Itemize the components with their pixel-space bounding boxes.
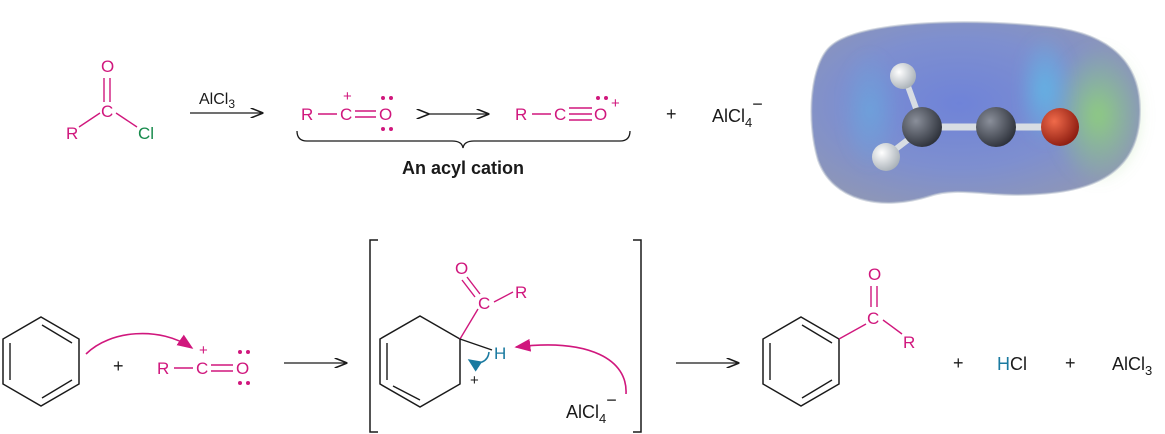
- svg-text:+: +: [113, 356, 124, 376]
- svg-text:C: C: [196, 359, 208, 378]
- oxygen-atom-ball: [1041, 108, 1079, 146]
- hcl-product: HCl: [997, 354, 1027, 374]
- atom-o: O: [101, 57, 114, 76]
- hydrogen-label: H: [494, 344, 506, 363]
- hydrogen-atom-ball: [890, 63, 916, 89]
- aryl-ketone-product: C O R: [762, 265, 915, 407]
- grouping-brace: [296, 130, 631, 149]
- svg-text:C: C: [478, 294, 490, 313]
- positive-charge: +: [343, 88, 352, 105]
- electron-flow-arrow-teal: [467, 351, 490, 372]
- hydrogen-atom-ball: [872, 143, 900, 171]
- reaction-arrow-1: AlCl3: [190, 91, 262, 113]
- svg-text:R: R: [157, 359, 169, 378]
- electron-flow-arrow-1: [85, 332, 194, 355]
- positive-charge: +: [470, 372, 479, 389]
- svg-text:C: C: [554, 105, 566, 124]
- svg-text:AlCl4−: AlCl4−: [712, 94, 763, 130]
- svg-text:O: O: [455, 259, 468, 278]
- svg-text:O: O: [868, 265, 881, 284]
- svg-text:R: R: [515, 283, 527, 302]
- svg-text:O: O: [379, 105, 392, 124]
- carbon-atom-ball: [902, 107, 942, 147]
- acyl-chloride: O C R Cl: [66, 57, 154, 143]
- catalyst-label: AlCl3: [199, 91, 235, 111]
- acyl-cation-reagent: R C + O: [157, 342, 250, 385]
- acyl-cation-form-1: R C + O: [301, 88, 393, 131]
- svg-text:O: O: [236, 359, 249, 378]
- svg-text:C: C: [340, 105, 352, 124]
- atom-c: C: [101, 102, 113, 121]
- plus-sign: +: [666, 104, 677, 124]
- svg-text:+: +: [1065, 353, 1076, 373]
- electron-flow-arrow-2: [514, 338, 627, 395]
- svg-text:C: C: [867, 309, 879, 328]
- arenium-ion-intermediate: + C O R H: [379, 259, 527, 408]
- svg-text:+: +: [611, 95, 620, 112]
- bracket-left: [369, 239, 378, 433]
- tetrachloroaluminate-top: AlCl4−: [712, 94, 763, 130]
- atom-r: R: [66, 124, 78, 143]
- acyl-cation-caption: An acyl cation: [402, 158, 524, 178]
- svg-text:R: R: [903, 333, 915, 352]
- acyl-cation-form-2: R C O +: [515, 95, 620, 124]
- svg-text:R: R: [515, 105, 527, 124]
- carbon-atom-ball: [976, 107, 1016, 147]
- svg-text:O: O: [594, 105, 607, 124]
- svg-text:+: +: [199, 342, 208, 359]
- tetrachloroaluminate-bottom: AlCl4−: [566, 390, 617, 426]
- electrostatic-potential-map: [810, 21, 1146, 204]
- benzene: [2, 316, 80, 407]
- svg-text:R: R: [301, 105, 313, 124]
- bracket-right: [633, 239, 642, 433]
- svg-text:+: +: [953, 353, 964, 373]
- aluminum-chloride-product: AlCl3: [1112, 354, 1152, 378]
- atom-cl: Cl: [138, 124, 154, 143]
